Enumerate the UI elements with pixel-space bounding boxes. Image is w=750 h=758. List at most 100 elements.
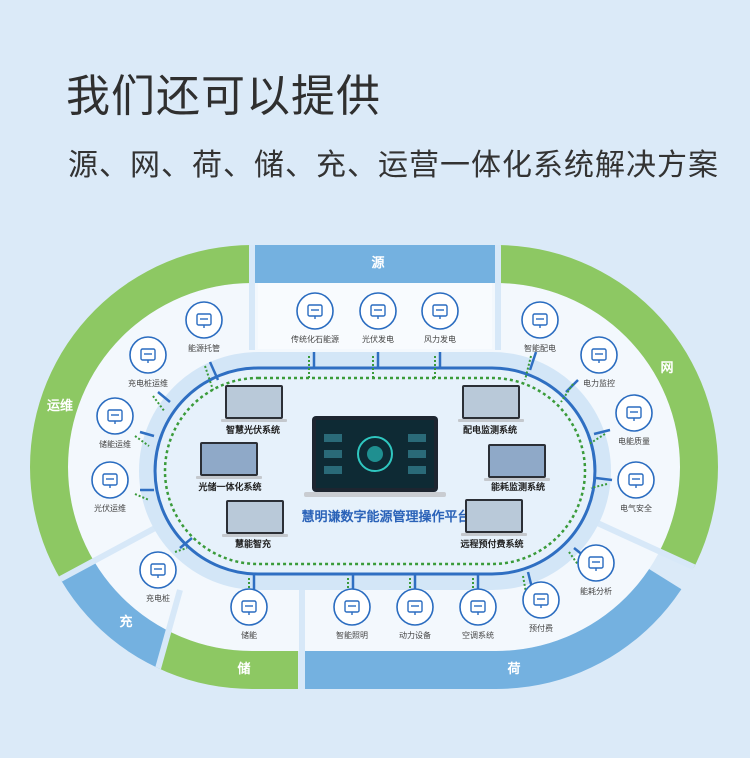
icon-glyph (470, 600, 486, 615)
screen-content (464, 387, 518, 417)
analytics-icon (577, 544, 615, 582)
node-grid-0[interactable]: 智能配电 (521, 301, 559, 353)
laptop-base (458, 419, 524, 422)
icon-glyph (307, 304, 323, 319)
screen-content (467, 501, 521, 531)
node-load-4[interactable]: 能耗分析 (577, 544, 615, 596)
node-load-3[interactable]: 预付费 (522, 581, 560, 633)
node-storage-0[interactable]: 储能 (230, 588, 268, 640)
wind-turbine-icon (421, 292, 459, 330)
node-grid-1[interactable]: 电力监控 (580, 336, 618, 388)
blue-bus-line (153, 366, 597, 576)
node-source-0[interactable]: 传统化石能源 (291, 292, 339, 344)
node-load-0[interactable]: 智能照明 (333, 588, 371, 640)
subtitle: 源、网、荷、储、充、运营一体化系统解决方案 (68, 148, 719, 183)
comm-tick (204, 365, 214, 391)
screen-content (490, 446, 544, 476)
platform-title: 慧明谦数字能源管理操作平台 (301, 509, 470, 525)
charger-icon (129, 336, 167, 374)
system-label: 智慧光伏系统 (226, 424, 280, 436)
node-source-2[interactable]: 风力发电 (421, 292, 459, 344)
charger-icon (139, 551, 177, 589)
system-systems_left-0[interactable]: 智慧光伏系统 (221, 385, 287, 436)
icon-glyph (150, 563, 166, 578)
system-systems_right-2[interactable]: 远程预付费系统 (460, 499, 527, 550)
platform-dashboard-laptop[interactable] (304, 416, 446, 497)
bus-tick (208, 361, 220, 381)
system-systems_left-1[interactable]: 光储一体化系统 (196, 442, 262, 493)
node-label: 电气安全 (620, 503, 652, 513)
icon-glyph (591, 348, 607, 363)
segment-label-load: 荷 (506, 661, 520, 677)
icon-glyph (107, 409, 123, 424)
solar-panel-icon (359, 292, 397, 330)
node-grid-3[interactable]: 电气安全 (617, 461, 655, 513)
alarm-bell-icon (617, 461, 655, 499)
comm-tick (134, 435, 150, 447)
green-comm-line (163, 376, 587, 566)
node-label: 风力发电 (424, 334, 456, 344)
node-ops-2[interactable]: 储能运维 (96, 397, 134, 449)
node-load-2[interactable]: 空调系统 (459, 588, 497, 640)
node-label: 空调系统 (462, 630, 494, 640)
icon-glyph (241, 600, 257, 615)
system-label: 光储一体化系统 (197, 481, 261, 493)
transformer-icon (396, 588, 434, 626)
bus-tick (593, 428, 611, 436)
node-ops-0[interactable]: 能源托管 (185, 301, 223, 353)
monitor-icon (521, 301, 559, 339)
segment-label-source: 源 (371, 255, 384, 271)
node-label: 智能配电 (524, 343, 556, 353)
system-label: 慧能智充 (235, 538, 271, 550)
node-label: 电力监控 (583, 378, 615, 388)
system-systems_right-1[interactable]: 能耗监测系统 (484, 444, 550, 493)
system-label: 配电监测系统 (463, 424, 517, 436)
air-conditioner-icon (459, 588, 497, 626)
system-systems_right-0[interactable]: 配电监测系统 (458, 385, 524, 436)
icon-glyph (102, 473, 118, 488)
node-load-1[interactable]: 动力设备 (396, 588, 434, 640)
node-label: 传统化石能源 (291, 334, 339, 344)
node-label: 能耗分析 (580, 586, 612, 596)
icon-glyph (532, 313, 548, 328)
comm-tick (568, 551, 580, 567)
node-label: 储能运维 (99, 439, 131, 449)
segment-label-storage: 储 (236, 661, 250, 677)
node-ops-1[interactable]: 充电桩运维 (128, 336, 168, 388)
laptop-base (484, 478, 550, 481)
comm-tick (134, 493, 150, 501)
battery-icon (96, 397, 134, 435)
connector-ticks (134, 351, 613, 602)
laptop-base (221, 419, 287, 422)
icon-glyph (588, 556, 604, 571)
bus-tick (595, 476, 613, 482)
node-label: 充电桩 (146, 593, 170, 603)
system-systems_left-2[interactable]: 慧能智充 (222, 500, 288, 550)
node-label: 电能质量 (618, 436, 650, 446)
node-label: 动力设备 (399, 630, 431, 640)
laptop-base (222, 534, 288, 537)
node-source-1[interactable]: 光伏发电 (359, 292, 397, 344)
node-charge-0[interactable]: 充电桩 (139, 551, 177, 603)
comm-tick (590, 483, 608, 489)
bus-tick (528, 351, 538, 371)
segment-label-ops: 运维 (47, 398, 73, 414)
node-label: 智能照明 (336, 630, 368, 640)
waveform-icon (615, 394, 653, 432)
icon-glyph (344, 600, 360, 615)
node-grid-2[interactable]: 电能质量 (615, 394, 653, 446)
bus-tick (179, 537, 193, 549)
comm-tick (524, 355, 532, 381)
node-label: 光伏发电 (362, 334, 394, 344)
bus-tick (139, 430, 155, 438)
screen-content (227, 387, 281, 417)
laptop-base (196, 476, 262, 479)
screen-content (202, 444, 256, 474)
node-ops-3[interactable]: 光伏运维 (91, 461, 129, 513)
screen-content (228, 502, 282, 532)
solar-panel-icon (91, 461, 129, 499)
icon-glyph (628, 473, 644, 488)
node-label: 能源托管 (188, 343, 220, 353)
lightbulb-icon (333, 588, 371, 626)
